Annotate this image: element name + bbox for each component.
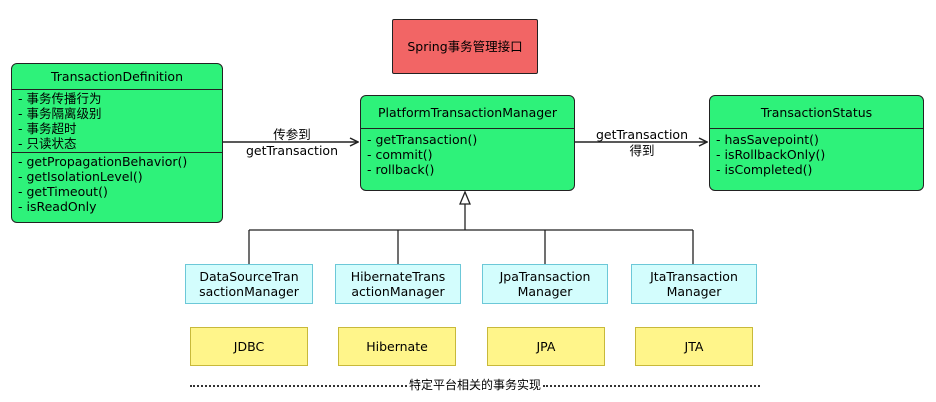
manager-method: - commit() bbox=[367, 147, 433, 162]
edge-right-label: getTransaction 得到 bbox=[595, 127, 689, 158]
status-method: - hasSavepoint() bbox=[716, 132, 819, 147]
tech-box-jta: JTA bbox=[635, 327, 753, 366]
manager-method: - rollback() bbox=[367, 162, 435, 177]
impl-box-jpa: JpaTransaction Manager bbox=[482, 264, 608, 304]
dotted-rule bbox=[190, 384, 407, 387]
manager-box: PlatformTransactionManager - getTransact… bbox=[360, 95, 575, 191]
definition-method: - getPropagationBehavior() bbox=[18, 154, 188, 169]
dotted-rule bbox=[543, 384, 761, 387]
interface-box: Spring事务管理接口 bbox=[392, 19, 538, 74]
edge-left-label: 传参到 getTransaction bbox=[245, 127, 339, 158]
impl-box-jta: JtaTransaction Manager bbox=[631, 264, 757, 304]
manager-title: PlatformTransactionManager bbox=[361, 96, 574, 129]
manager-methods: - getTransaction() - commit() - rollback… bbox=[361, 129, 574, 178]
footer-caption: 特定平台相关的事务实现 bbox=[190, 378, 761, 392]
definition-attribute: - 事务传播行为 bbox=[18, 91, 102, 106]
impl-box-datasource: DataSourceTran sactionManager bbox=[185, 264, 313, 304]
definition-attribute: - 只读状态 bbox=[18, 136, 77, 151]
definition-method: - getTimeout() bbox=[18, 184, 108, 199]
definition-attribute: - 事务超时 bbox=[18, 121, 77, 136]
interface-label: Spring事务管理接口 bbox=[407, 39, 523, 54]
definition-method: - getIsolationLevel() bbox=[18, 169, 143, 184]
status-title: TransactionStatus bbox=[710, 96, 923, 129]
definition-attributes: - 事务传播行为 - 事务隔离级别 - 事务超时 - 只读状态 bbox=[12, 90, 222, 153]
manager-method: - getTransaction() bbox=[367, 132, 478, 147]
definition-attribute: - 事务隔离级别 bbox=[18, 106, 102, 121]
tech-box-jpa: JPA bbox=[487, 327, 605, 366]
status-method: - isCompleted() bbox=[716, 162, 813, 177]
inheritance-triangle bbox=[459, 190, 471, 205]
status-box: TransactionStatus - hasSavepoint() - isR… bbox=[709, 95, 924, 191]
definition-method: - isReadOnly bbox=[18, 199, 97, 214]
footer-text: 特定平台相关的事务实现 bbox=[409, 378, 542, 392]
status-methods: - hasSavepoint() - isRollbackOnly() - is… bbox=[710, 129, 923, 178]
definition-methods: - getPropagationBehavior() - getIsolatio… bbox=[12, 153, 222, 215]
tech-box-hibernate: Hibernate bbox=[338, 327, 456, 366]
status-method: - isRollbackOnly() bbox=[716, 147, 826, 162]
impl-box-hibernate: HibernateTrans actionManager bbox=[335, 264, 461, 304]
tech-box-jdbc: JDBC bbox=[190, 327, 308, 366]
definition-title: TransactionDefinition bbox=[12, 64, 222, 90]
definition-box: TransactionDefinition - 事务传播行为 - 事务隔离级别 … bbox=[11, 63, 223, 223]
